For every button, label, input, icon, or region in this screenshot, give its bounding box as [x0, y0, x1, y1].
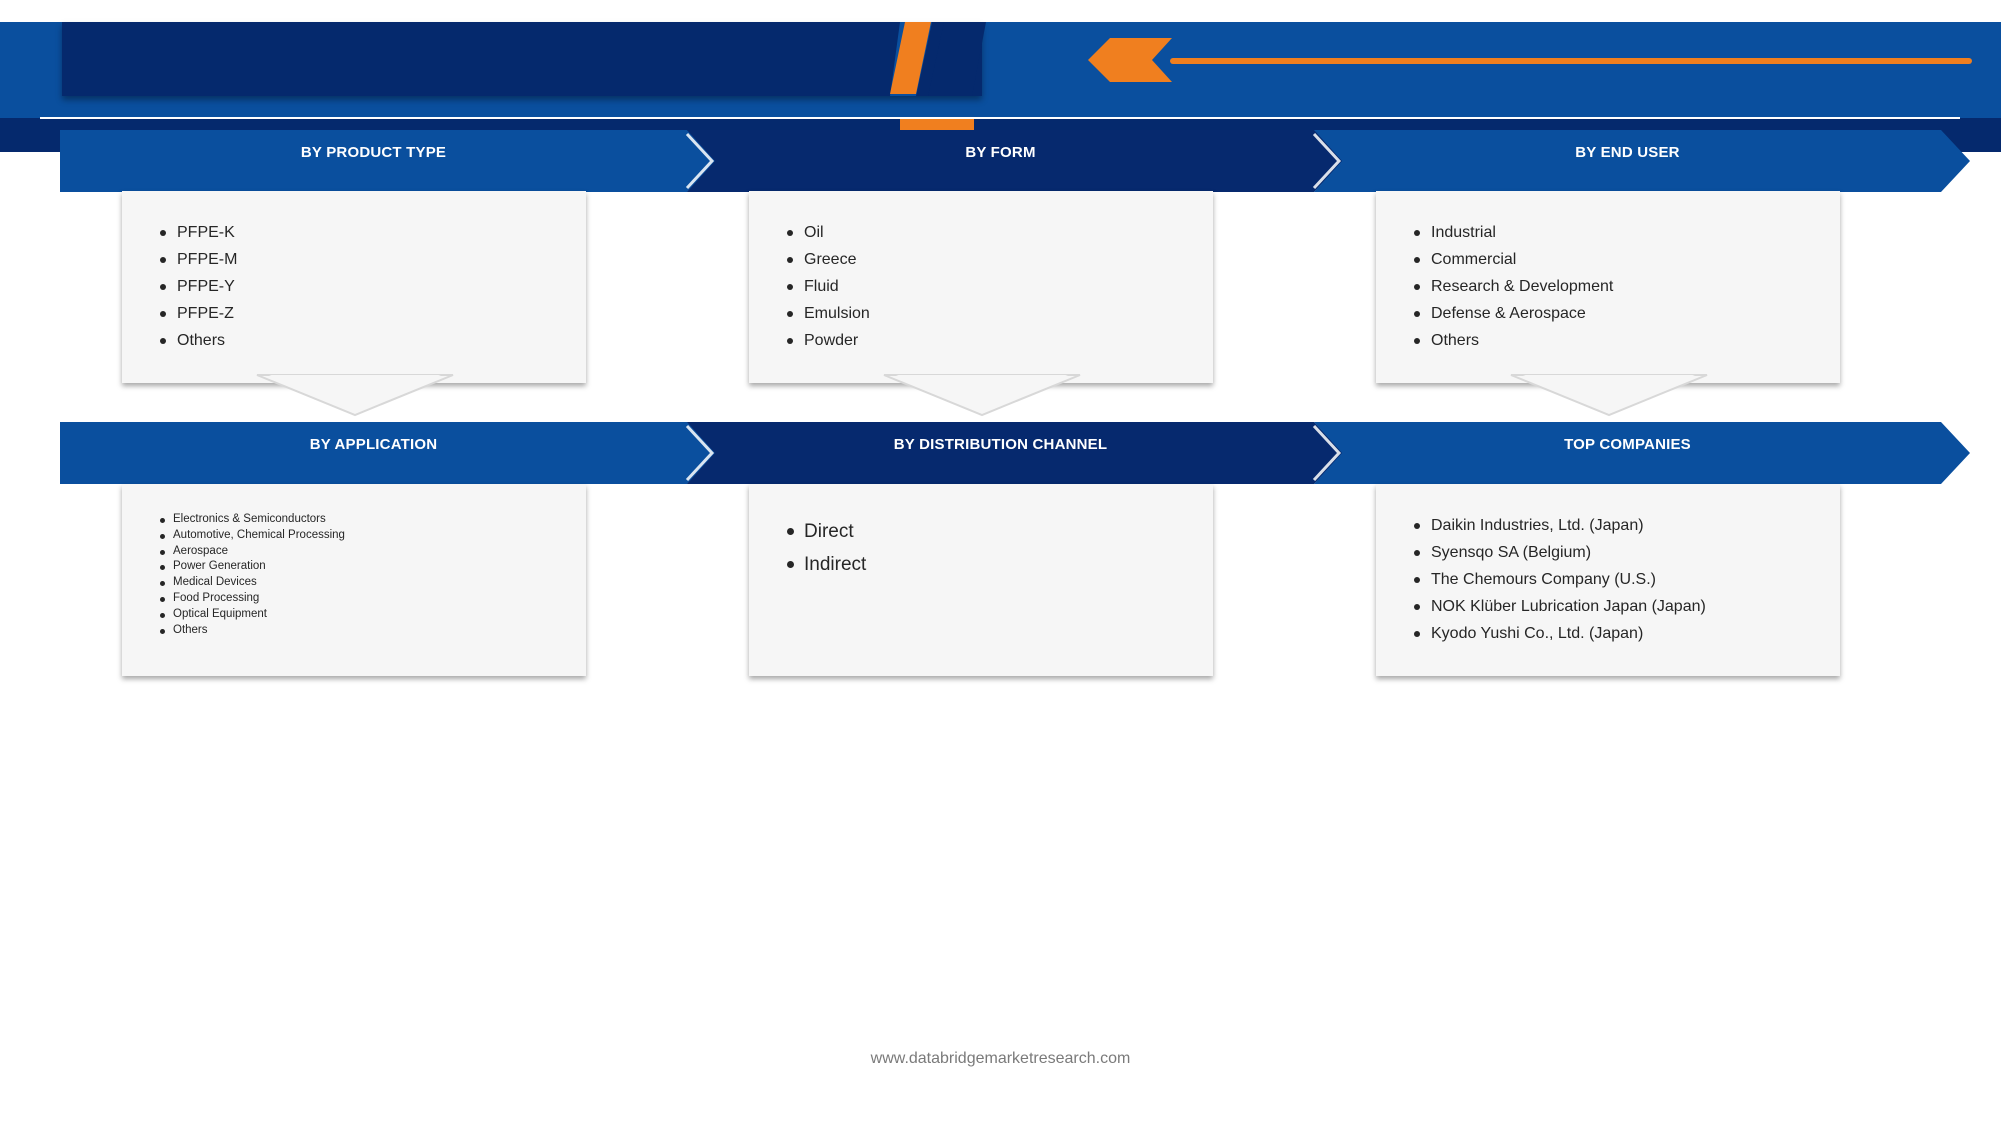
- list-item: Kyodo Yushi Co., Ltd. (Japan): [1414, 620, 1706, 647]
- card-end-user: Industrial Commercial Research & Develop…: [1376, 191, 1840, 383]
- down-chevron-icon: [883, 374, 1081, 417]
- footer-website: www.databridgemarketresearch.com: [870, 1050, 1131, 1067]
- card-form: Oil Greece Fluid Emulsion Powder: [749, 191, 1213, 383]
- list-item: PFPE-Y: [160, 273, 237, 300]
- list-item: Commercial: [1414, 246, 1613, 273]
- list-item: PFPE-M: [160, 246, 237, 273]
- segment-list: Industrial Commercial Research & Develop…: [1414, 219, 1613, 354]
- list-item: Others: [160, 623, 345, 639]
- header-title-panel: [62, 22, 982, 96]
- down-chevron-icon: [256, 374, 454, 417]
- list-item: Emulsion: [787, 300, 870, 327]
- segment-title: BY FORM: [965, 144, 1036, 161]
- segment-title: TOP COMPANIES: [1564, 436, 1691, 453]
- list-item: NOK Klüber Lubrication Japan (Japan): [1414, 593, 1706, 620]
- header-divider-line: [40, 117, 1960, 119]
- down-chevron-icon: [1510, 374, 1708, 417]
- list-item: Electronics & Semiconductors: [160, 512, 345, 528]
- segment-title: BY END USER: [1575, 144, 1680, 161]
- segment-title: BY PRODUCT TYPE: [300, 144, 447, 161]
- segment-list: Oil Greece Fluid Emulsion Powder: [787, 219, 870, 354]
- orange-arrow-icon: [1088, 38, 1172, 82]
- list-item: Industrial: [1414, 219, 1613, 246]
- header-orange-line: [1170, 58, 1972, 64]
- list-item: Direct: [787, 515, 866, 548]
- list-item: Defense & Aerospace: [1414, 300, 1613, 327]
- card-top-companies: Daikin Industries, Ltd. (Japan) Syensqo …: [1376, 484, 1840, 676]
- list-item: Others: [1414, 327, 1613, 354]
- segment-title: BY DISTRIBUTION CHANNEL: [893, 436, 1108, 453]
- header-slash-decoration: [890, 22, 986, 130]
- segment-list: Electronics & Semiconductors Automotive,…: [160, 512, 345, 638]
- list-item: Food Processing: [160, 591, 345, 607]
- list-item: Medical Devices: [160, 575, 345, 591]
- card-application: Electronics & Semiconductors Automotive,…: [122, 484, 586, 676]
- list-item: Indirect: [787, 548, 866, 581]
- list-item: Research & Development: [1414, 273, 1613, 300]
- list-item: Optical Equipment: [160, 607, 345, 623]
- list-item: Oil: [787, 219, 870, 246]
- header-orange-tab: [900, 118, 974, 130]
- segment-title: BY APPLICATION: [309, 436, 438, 453]
- list-item: Fluid: [787, 273, 870, 300]
- list-item: Greece: [787, 246, 870, 273]
- segment-list: Direct Indirect: [787, 515, 866, 581]
- list-item: Others: [160, 327, 237, 354]
- list-item: PFPE-K: [160, 219, 237, 246]
- list-item: PFPE-Z: [160, 300, 237, 327]
- list-item: Syensqo SA (Belgium): [1414, 539, 1706, 566]
- list-item: Powder: [787, 327, 870, 354]
- card-distribution-channel: Direct Indirect: [749, 484, 1213, 676]
- segment-list: PFPE-K PFPE-M PFPE-Y PFPE-Z Others: [160, 219, 237, 354]
- list-item: Power Generation: [160, 559, 345, 575]
- list-item: Aerospace: [160, 544, 345, 560]
- list-item: Daikin Industries, Ltd. (Japan): [1414, 512, 1706, 539]
- list-item: Automotive, Chemical Processing: [160, 528, 345, 544]
- card-product-type: PFPE-K PFPE-M PFPE-Y PFPE-Z Others: [122, 191, 586, 383]
- segment-list: Daikin Industries, Ltd. (Japan) Syensqo …: [1414, 512, 1706, 647]
- list-item: The Chemours Company (U.S.): [1414, 566, 1706, 593]
